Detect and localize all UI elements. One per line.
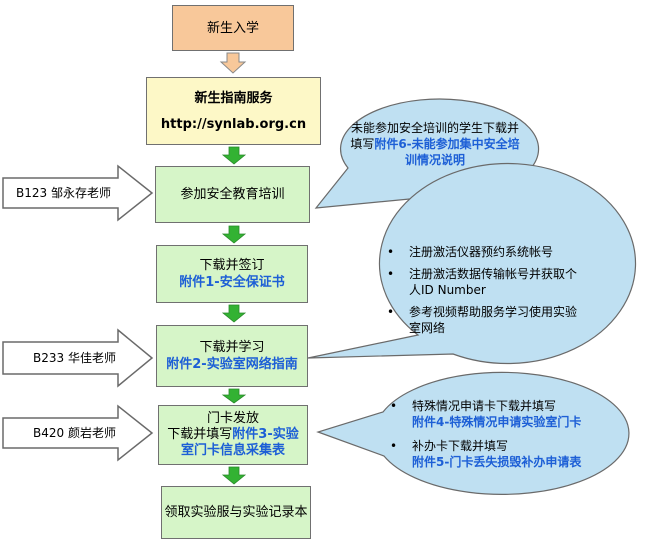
down-arrow-1 <box>219 52 247 74</box>
step-door-card-download-label: 下载并填写 <box>167 427 233 442</box>
callout-card-item-2-desc: 补办卡下载并填写 <box>412 439 509 453</box>
callout-network-text: 注册激活仪器预约系统帐号 注册激活数据传输帐号并获取个人ID Number 参考… <box>387 244 587 342</box>
step-lab-coat: 领取实验服与实验记录本 <box>161 486 311 539</box>
down-arrow-3 <box>221 225 247 244</box>
callout-card-item: 特殊情况申请卡下载并填写 附件4-特殊情况申请实验室门卡 <box>390 398 628 430</box>
callout-network-item: 注册激活仪器预约系统帐号 <box>387 244 587 260</box>
step-guide-service: 新生指南服务 http://synlab.org.cn <box>146 77 321 145</box>
contact-arrow-b123 <box>2 164 154 222</box>
callout-card-list: 特殊情况申请卡下载并填写 附件4-特殊情况申请实验室门卡 补办卡下载并填写 附件… <box>390 398 628 470</box>
callout-card-text: 特殊情况申请卡下载并填写 附件4-特殊情况申请实验室门卡 补办卡下载并填写 附件… <box>390 398 628 476</box>
step-door-card: 门卡发放 下载并填写附件3-实验 室门卡信息采集表 <box>158 405 308 465</box>
callout-network-item: 参考视频帮助服务学习使用实验室网络 <box>387 304 587 336</box>
down-arrow-5 <box>221 388 247 404</box>
contact-b123: B123 邹永存老师 <box>16 186 111 200</box>
down-arrow-4 <box>221 304 247 323</box>
step-lab-coat-label: 领取实验服与实验记录本 <box>164 505 308 520</box>
attachment-1-link[interactable]: 附件1-安全保证书 <box>179 275 285 290</box>
contact-b420: B420 颜岩老师 <box>33 426 116 440</box>
attachment-4-link[interactable]: 附件4-特殊情况申请实验室门卡 <box>412 415 582 429</box>
step-sign-agreement-label: 下载并签订 <box>199 258 265 273</box>
callout-safety-text: 未能参加安全培训的学生下载并填写附件6-未能参加集中安全培训情况说明 <box>350 120 520 168</box>
down-arrow-2 <box>221 146 247 165</box>
down-arrow-6 <box>221 466 247 485</box>
step-safety-training-label: 参加安全教育培训 <box>180 187 285 202</box>
contact-arrow-b420 <box>2 404 154 462</box>
attachment-6-link[interactable]: 附件6-未能参加集中安全培训情况说明 <box>374 137 520 167</box>
step-door-card-label: 门卡发放 <box>206 411 259 426</box>
attachment-3-link-part2[interactable]: 室门卡信息采集表 <box>180 443 285 458</box>
step-guide-url[interactable]: http://synlab.org.cn <box>160 116 307 132</box>
step-sign-agreement: 下载并签订 附件1-安全保证书 <box>156 245 308 303</box>
contact-arrow-b233 <box>2 328 154 388</box>
attachment-2-link[interactable]: 附件2-实验室网络指南 <box>166 357 298 372</box>
step-enrollment: 新生入学 <box>172 5 294 51</box>
attachment-3-link-part1[interactable]: 附件3-实验 <box>232 427 299 442</box>
callout-card-item-1-desc: 特殊情况申请卡下载并填写 <box>412 399 557 413</box>
callout-card-item: 补办卡下载并填写 附件5-门卡丢失损毁补办申请表 <box>390 438 628 470</box>
step-network-guide-label: 下载并学习 <box>199 340 265 355</box>
step-enrollment-label: 新生入学 <box>206 20 259 36</box>
callout-network-item: 注册激活数据传输帐号并获取个人ID Number <box>387 266 587 298</box>
callout-network-list: 注册激活仪器预约系统帐号 注册激活数据传输帐号并获取个人ID Number 参考… <box>387 244 587 336</box>
step-door-card-line2: 下载并填写附件3-实验 <box>167 427 298 443</box>
contact-b233: B233 华佳老师 <box>33 351 116 365</box>
step-safety-training: 参加安全教育培训 <box>155 166 310 223</box>
callout-safety-desc: 未能参加安全培训的学生下载并填写 <box>350 121 519 151</box>
attachment-5-link[interactable]: 附件5-门卡丢失损毁补办申请表 <box>412 455 582 469</box>
step-guide-title: 新生指南服务 <box>194 90 273 106</box>
step-network-guide: 下载并学习 附件2-实验室网络指南 <box>156 325 308 387</box>
